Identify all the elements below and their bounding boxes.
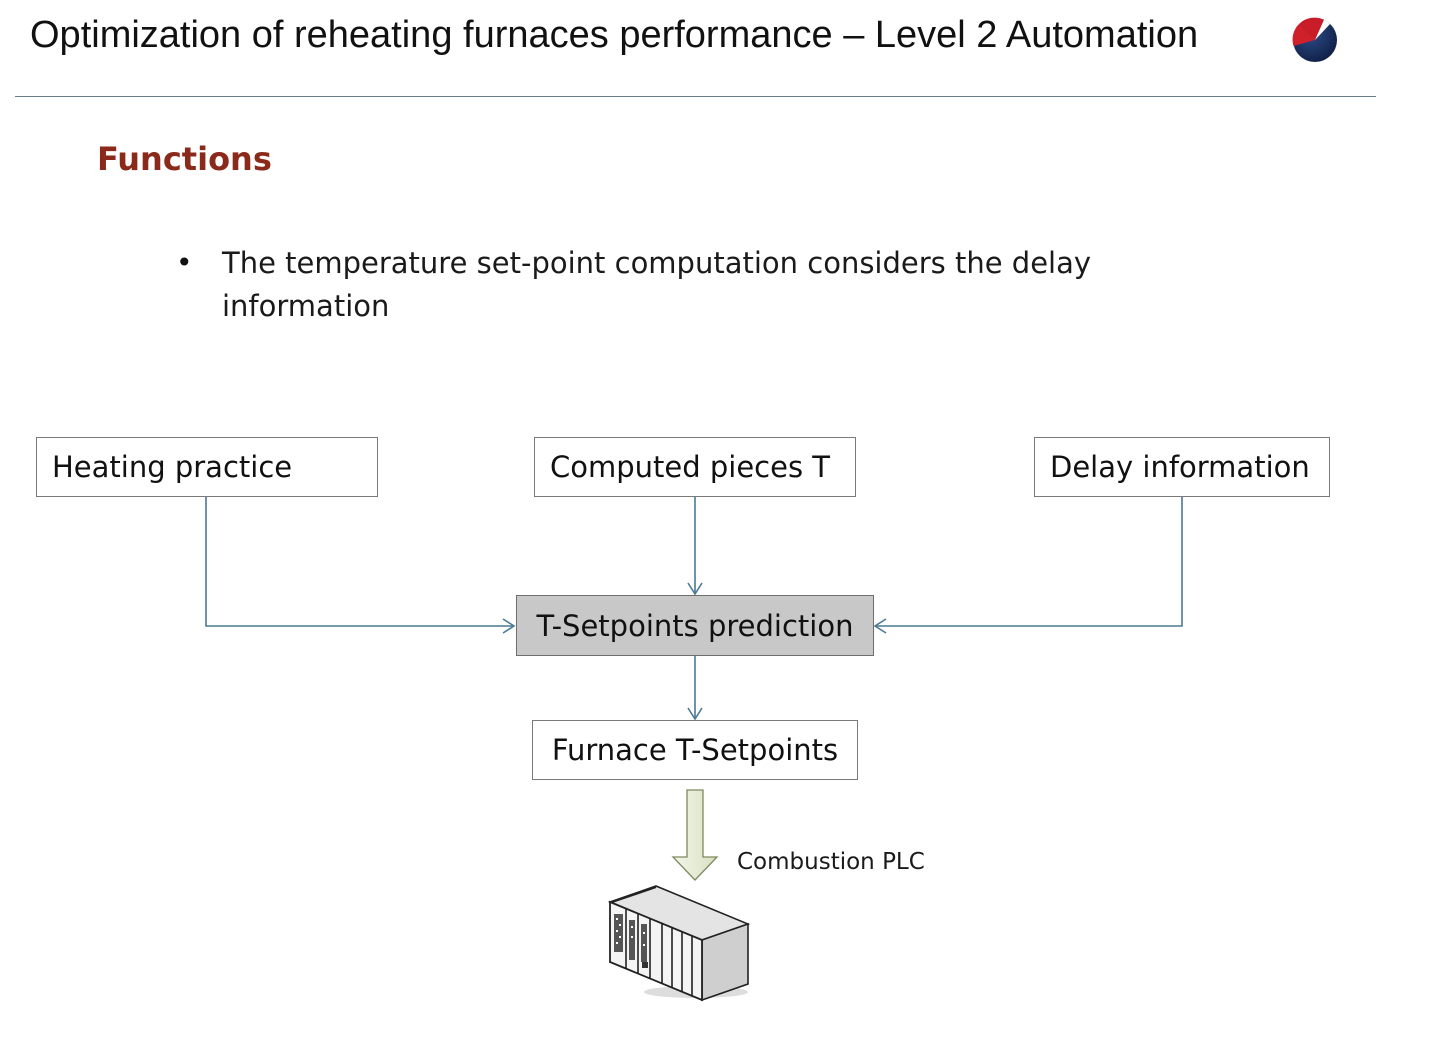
node-computed-pieces: Computed pieces T [534,437,856,497]
bullet-marker: • [176,246,193,279]
down-arrow-icon [671,789,719,881]
edge-heating-to-prediction [205,496,514,627]
red-blue-sphere-logo-icon [1292,17,1337,62]
node-heating-practice: Heating practice [36,437,378,497]
plc-rack-icon [607,885,751,1002]
bullet-text: The temperature set-point computation co… [222,246,1092,323]
node-setpoints-prediction: T-Setpoints prediction [516,595,874,656]
section-title: Functions [97,140,272,178]
page-title: Optimization of reheating furnaces perfo… [30,14,1199,56]
node-delay-information: Delay information [1034,437,1330,497]
node-furnace-setpoints: Furnace T-Setpoints [532,720,858,780]
plc-label: Combustion PLC [737,849,925,875]
edge-delay-to-prediction [875,496,1183,627]
header-divider [15,96,1376,97]
